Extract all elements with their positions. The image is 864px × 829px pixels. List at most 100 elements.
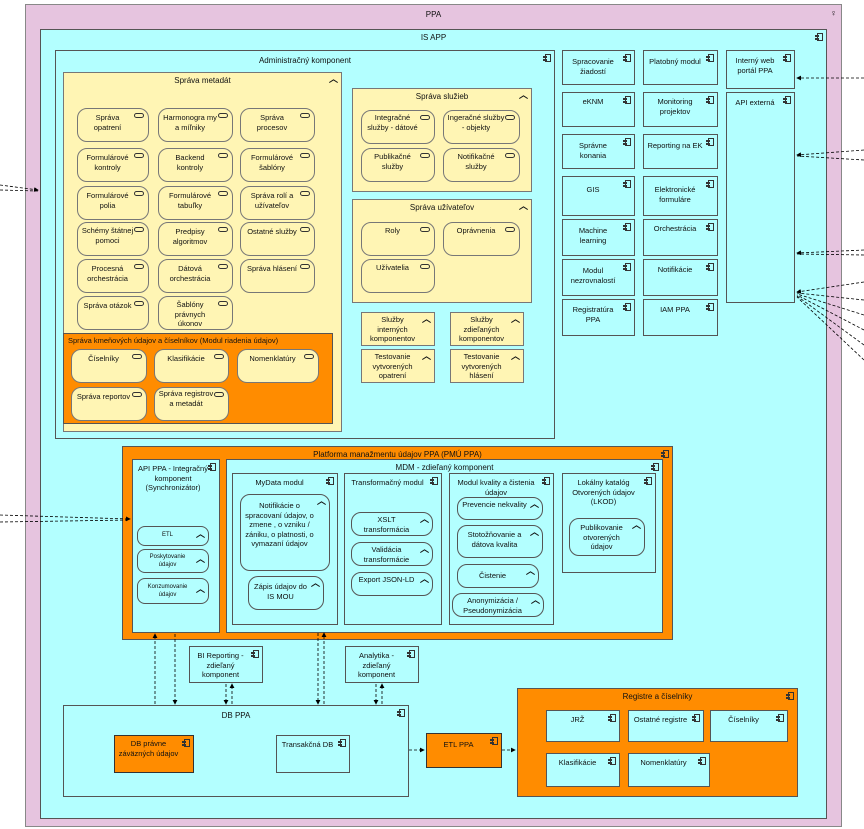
- module-box[interactable]: Registratúra PPA: [562, 299, 635, 336]
- component-icon: [490, 737, 498, 745]
- transform-item[interactable]: Export JSON-LD︿: [351, 572, 433, 596]
- module-box[interactable]: Spracovanie žiadostí: [562, 50, 635, 85]
- metadata-item[interactable]: Harmonogra my a míľniky: [158, 108, 233, 142]
- service-icon: [300, 264, 310, 269]
- component-icon: [608, 714, 616, 722]
- service-icon: [300, 191, 310, 196]
- master-item[interactable]: Nomenklatúry: [237, 349, 319, 383]
- quality-item[interactable]: Čistenie︿: [457, 564, 539, 588]
- component-icon: [623, 263, 631, 271]
- module-box[interactable]: IAM PPA: [643, 299, 718, 336]
- module-box[interactable]: eKNM: [562, 92, 635, 127]
- metadata-item[interactable]: Správa rolí a užívateľov: [240, 186, 315, 220]
- component-icon: [783, 96, 791, 104]
- module-box[interactable]: Monitoring projektov: [643, 92, 718, 127]
- metadata-item[interactable]: Dátová orchestrácia: [158, 259, 233, 293]
- mydata-item[interactable]: Zápis údajov do IS MOU︿: [248, 576, 324, 610]
- misc-item[interactable]: Služby zdieľaných komponentov︿: [450, 312, 524, 346]
- internal-portal[interactable]: Interný web portál PPA: [726, 50, 795, 89]
- bi-reporting[interactable]: BI Reporting - zdieľaný komponent: [189, 646, 263, 683]
- component-icon: [326, 477, 334, 485]
- component-icon: [542, 477, 550, 485]
- misc-item[interactable]: Testovanie vytvorených hlásení︿: [450, 349, 524, 383]
- db-legal-data[interactable]: DB právne záväzných údajov: [114, 735, 194, 773]
- transform-item[interactable]: Validácia transformácie︿: [351, 542, 433, 566]
- registre-item[interactable]: Číselníky: [710, 710, 788, 742]
- mydata-item[interactable]: Notifikácie o spracovaní údajov, o zmene…: [240, 494, 330, 571]
- etl-ppa[interactable]: ETL PPA: [426, 733, 502, 768]
- metadata-item[interactable]: Procesná orchestrácia: [77, 259, 149, 293]
- db-transaction[interactable]: Transakčná DB: [276, 735, 350, 773]
- module-box[interactable]: Modul nezrovnalostí: [562, 259, 635, 296]
- module-box[interactable]: Notifikácie: [643, 259, 718, 296]
- registre-item[interactable]: JRŽ: [546, 710, 620, 742]
- api-ppa-item[interactable]: ETL︿: [137, 526, 209, 546]
- module-box[interactable]: GIS: [562, 176, 635, 216]
- module-box[interactable]: Machine learning: [562, 219, 635, 256]
- services-item[interactable]: Integračné služby - dátové: [361, 110, 435, 144]
- service-icon: [214, 392, 224, 397]
- aggregate-icon: ︿: [518, 90, 528, 100]
- registre-item[interactable]: Ostatné registre: [628, 710, 704, 742]
- users-item[interactable]: Roly: [361, 222, 435, 256]
- metadata-item[interactable]: Formulárové polia: [77, 186, 149, 220]
- component-icon: [623, 54, 631, 62]
- api-ppa-item[interactable]: Poskytovanie údajov︿: [137, 549, 209, 573]
- master-item[interactable]: Správa reportov: [71, 387, 147, 421]
- component-icon: [783, 54, 791, 62]
- metadata-item[interactable]: Formulárové kontroly: [77, 148, 149, 182]
- master-item[interactable]: Číselníky: [71, 349, 147, 383]
- component-icon: [182, 739, 190, 747]
- service-icon: [505, 227, 515, 232]
- aggregate-icon: ︿: [310, 578, 320, 588]
- quality-item[interactable]: Prevencie nekvality︿: [457, 497, 543, 520]
- metadata-item[interactable]: Šablóny právnych úkonov: [158, 296, 233, 330]
- metadata-item[interactable]: Backend kontroly: [158, 148, 233, 182]
- master-data-title: Správa kmeňových údajov a číselníkov (Mo…: [68, 336, 279, 345]
- component-icon: [623, 180, 631, 188]
- services-item[interactable]: Publikačné služby: [361, 148, 435, 182]
- module-box[interactable]: Platobný modul: [643, 50, 718, 85]
- component-icon: [706, 263, 714, 271]
- component-icon: [661, 450, 669, 458]
- quality-item[interactable]: Stotožňovanie a dátova kvalita︿: [457, 525, 543, 558]
- module-box[interactable]: Reporting na EK: [643, 134, 718, 169]
- aggregate-icon: ︿: [631, 520, 641, 530]
- module-box[interactable]: Orchestrácia: [643, 219, 718, 256]
- registre-item[interactable]: Nomenklatúry: [628, 753, 710, 787]
- module-box[interactable]: Správne konania: [562, 134, 635, 169]
- module-box[interactable]: Elektronické formuláre: [643, 176, 718, 216]
- metadata-item[interactable]: Predpisy algoritmov: [158, 222, 233, 256]
- lkod-item[interactable]: Publikovanie otvorených údajov︿: [569, 518, 645, 556]
- master-item[interactable]: Správa registrov a metadát: [154, 387, 229, 421]
- users-item[interactable]: Užívatelia: [361, 259, 435, 293]
- services-item[interactable]: Notifikačné služby: [443, 148, 520, 182]
- services-item[interactable]: Ingeračné služby - objekty: [443, 110, 520, 144]
- misc-item[interactable]: Testovanie vytvorených opatrení︿: [361, 349, 435, 383]
- misc-item[interactable]: Služby interných komponentov︿: [361, 312, 435, 346]
- aggregate-icon: ︿: [510, 314, 520, 324]
- master-item[interactable]: Klasifikácie: [154, 349, 229, 383]
- users-item[interactable]: Oprávnenia: [443, 222, 520, 256]
- transform-item[interactable]: XSLT transformácia︿: [351, 512, 433, 536]
- metadata-item[interactable]: Správa opatrení: [77, 108, 149, 142]
- component-icon: [706, 54, 714, 62]
- metadata-item[interactable]: Ostatné služby: [240, 222, 315, 256]
- api-external[interactable]: API externá: [726, 92, 795, 303]
- quality-item[interactable]: Anonymizácia / Pseudonymizácia︿: [452, 593, 544, 617]
- metadata-item[interactable]: Správa hlásení: [240, 259, 315, 293]
- metadata-item[interactable]: Formulárové tabuľky: [158, 186, 233, 220]
- metadata-item[interactable]: Správa otázok: [77, 296, 149, 330]
- service-icon: [300, 153, 310, 158]
- metadata-item[interactable]: Formulárové šablóny: [240, 148, 315, 182]
- mdm-title: MDM - zdieľaný komponent: [395, 463, 494, 472]
- metadata-item[interactable]: Schémy štátnej pomoci: [77, 222, 149, 256]
- connector-line: [796, 249, 864, 256]
- metadata-item[interactable]: Správa procesov: [240, 108, 315, 142]
- analytika[interactable]: Analytika - zdieľaný komponent: [345, 646, 419, 683]
- service-icon: [218, 191, 228, 196]
- registre-item[interactable]: Klasifikácie: [546, 753, 620, 787]
- api-ppa[interactable]: API PPA - Integračný komponent (Synchron…: [132, 459, 220, 633]
- api-ppa-item[interactable]: Konzumovanie údajov︿: [137, 578, 209, 604]
- service-icon: [420, 227, 430, 232]
